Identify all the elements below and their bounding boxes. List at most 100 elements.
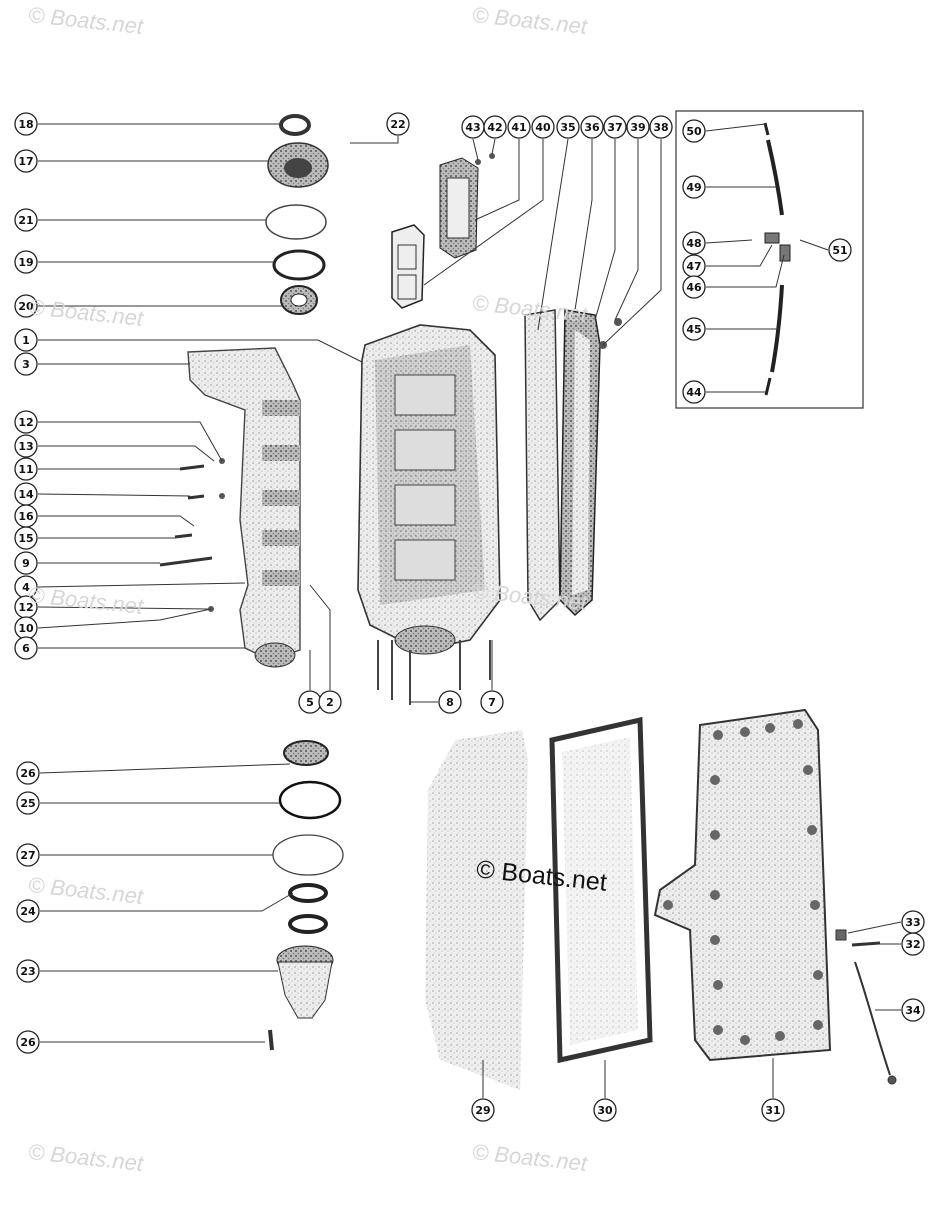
callout-c14: 14 [14,482,38,506]
callout-number: 26 [20,1036,36,1049]
fuel-line-inset-frame [675,110,864,409]
part-31-exhaust-plate [653,708,832,1062]
callout-c46: 46 [682,275,706,299]
bolt-hole [713,980,723,990]
callout-c15: 15 [14,526,38,550]
callout-number: 31 [765,1104,780,1117]
callout-number: 32 [905,938,920,951]
callout-number: 43 [465,121,480,134]
callout-c26b: 26 [16,1030,40,1054]
callout-number: 12 [18,601,33,614]
callout-c44: 44 [682,380,706,404]
callout-c8: 8 [438,690,462,714]
callout-circle [14,294,38,318]
leader-line-c22 [350,136,399,144]
callout-number: 42 [487,121,502,134]
bolt-hole [710,775,720,785]
callout-c3: 3 [14,352,38,376]
callout-number: 17 [18,155,33,168]
callout-c22: 22 [386,112,410,136]
callout-circle [14,149,38,173]
callout-circle [626,115,650,139]
parts-37-38-39-fittings [599,318,622,349]
callout-number: 16 [18,510,34,523]
part-18-seal [279,114,311,136]
callout-c23: 23 [16,959,40,983]
leader-line-c4 [37,582,246,588]
callout-c37: 37 [603,115,627,139]
part-8-studs [377,640,491,705]
callout-number: 45 [686,323,701,336]
callout-c36: 36 [580,115,604,139]
callout-circle [901,932,925,956]
callout-number: 12 [18,416,33,429]
leader-line-c47 [706,244,773,267]
leader-line-c37 [594,139,616,321]
callout-c29: 29 [471,1098,495,1122]
leader-line-c12b [37,606,209,610]
leader-line-c26a [39,763,291,774]
callout-circle [649,115,673,139]
part-17-end-cap [267,142,329,188]
callout-circle [682,317,706,341]
callout-c18: 18 [14,112,38,136]
callout-c38: 38 [649,115,673,139]
bolt-hole [710,890,720,900]
callout-circle [14,636,38,660]
leader-line-c46 [706,254,785,288]
part-20-bearing [280,285,318,315]
callout-circle [16,959,40,983]
callout-circle [14,410,38,434]
callout-number: 11 [18,463,33,476]
callout-circle [14,352,38,376]
part-23-end-cap [276,945,334,1019]
callout-c27: 27 [16,843,40,867]
callout-circle [580,115,604,139]
callout-c24: 24 [16,899,40,923]
callout-number: 2 [326,696,334,709]
bolts-group [159,464,213,567]
leader-line-c51 [799,239,829,251]
callout-c12a: 12 [14,410,38,434]
part-21-gasket [265,204,327,240]
callout-c50: 50 [682,119,706,143]
callout-c43: 43 [461,115,485,139]
bolt-hole [813,970,823,980]
callout-number: 37 [607,121,622,134]
callout-circle [556,115,580,139]
callout-circle [16,791,40,815]
callout-number: 49 [686,181,701,194]
callout-number: 15 [18,532,33,545]
bolt-hole [793,719,803,729]
part-26-screw [268,1029,274,1051]
callout-circle [14,208,38,232]
callout-number: 48 [686,237,701,250]
callout-number: 34 [905,1004,921,1017]
bolt-hole [710,830,720,840]
bolt-hole [775,1031,785,1041]
callout-c1: 1 [14,328,38,352]
part-1-cylinder-block [357,324,501,655]
leader-line-c42 [491,138,496,155]
leader-line-c39 [614,139,639,321]
callout-circle [438,690,462,714]
bolt-hole [710,935,720,945]
callout-c40: 40 [531,115,555,139]
callout-circle [16,899,40,923]
leader-line-c12a [38,421,223,462]
callout-circle [14,551,38,575]
callout-number: 51 [832,244,847,257]
leader-line-c33 [847,921,902,934]
bolt-hole [810,900,820,910]
leader-line-c50 [705,123,766,132]
callout-number: 23 [20,965,35,978]
callout-number: 39 [630,121,645,134]
callout-number: 24 [20,905,36,918]
callout-number: 1 [22,334,30,347]
callout-c2: 2 [318,690,342,714]
leader-line-c36 [574,139,593,311]
callout-c49: 49 [682,175,706,199]
leader-lines [37,123,902,1098]
callout-circle [507,115,531,139]
callout-number: 46 [686,281,702,294]
